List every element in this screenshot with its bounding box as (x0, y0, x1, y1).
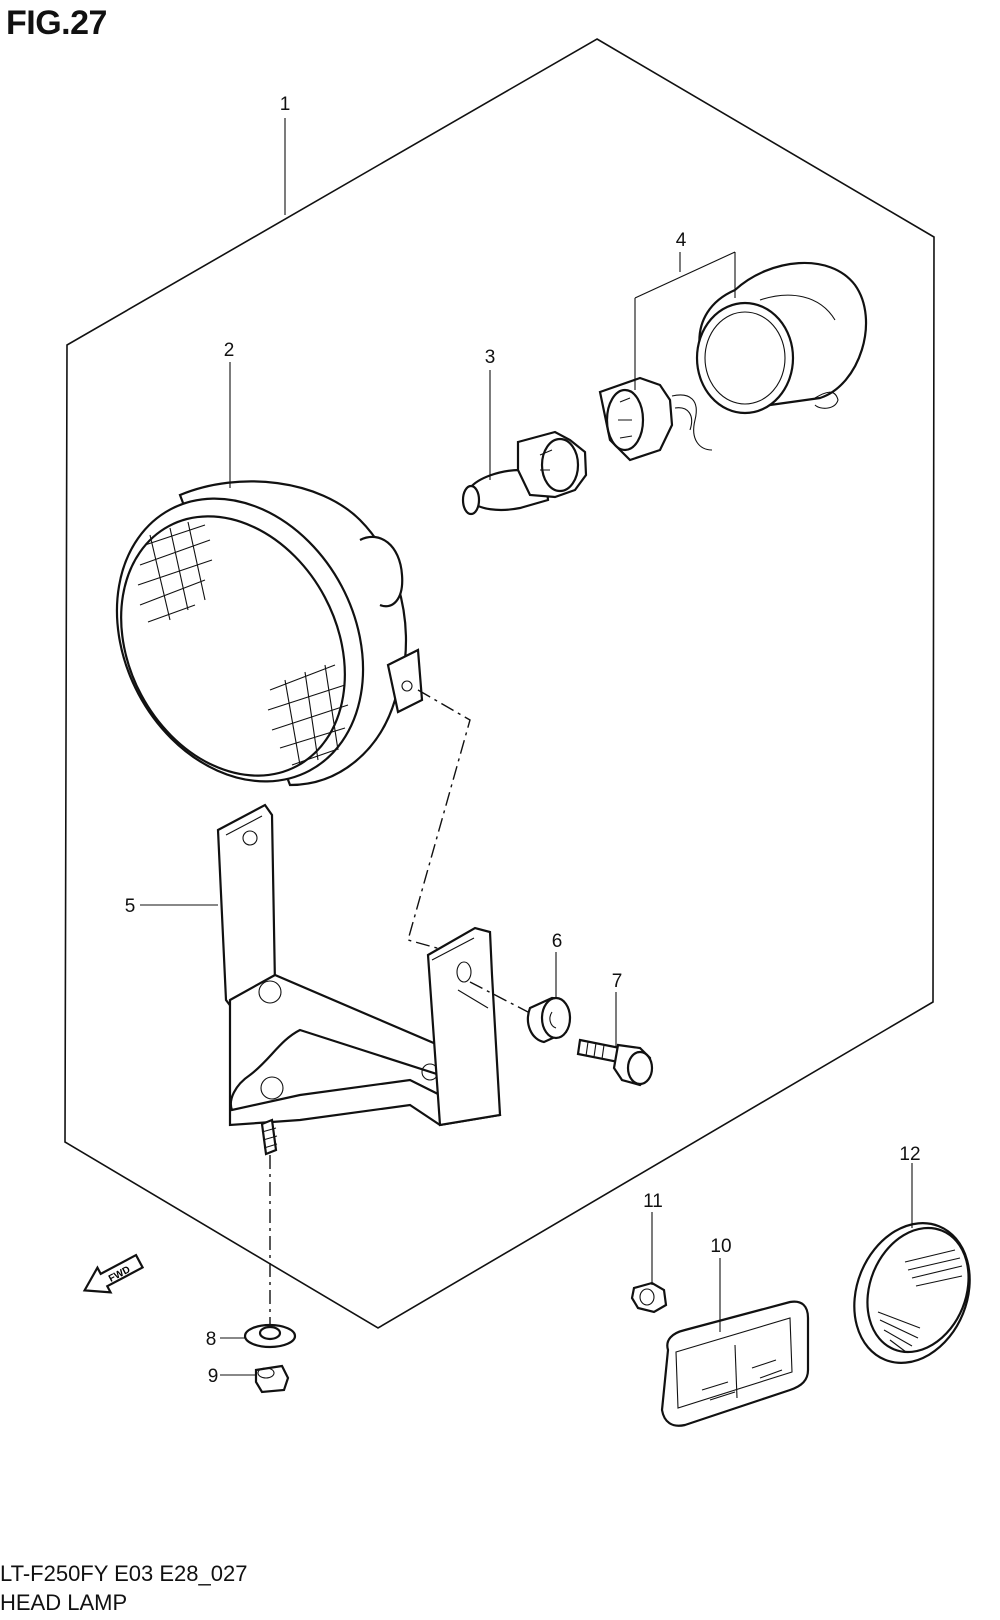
assembly-boundary (64, 38, 935, 1329)
callout-10: 10 (710, 1236, 731, 1257)
alignment-line-lamp-bracket (407, 689, 471, 956)
leader-4 (634, 251, 736, 390)
callout-4: 4 (676, 230, 687, 251)
callout-12: 12 (899, 1144, 920, 1165)
callout-8: 8 (206, 1329, 217, 1350)
part-6-grommet (526, 996, 572, 1044)
figure-title: FIG.27 (6, 4, 107, 42)
part-2-headlamp-unit (115, 480, 424, 787)
part-9-nut (254, 1364, 290, 1394)
part-12-reflector (853, 1222, 971, 1364)
callout-11: 11 (643, 1191, 663, 1212)
callout-6: 6 (552, 931, 563, 952)
callout-5: 5 (125, 896, 136, 917)
callout-1: 1 (280, 94, 291, 115)
part-10-reflector (660, 1300, 810, 1427)
callout-2: 2 (224, 340, 235, 361)
part-3-bulb (461, 430, 588, 516)
fwd-arrow: FWD (82, 1253, 145, 1294)
part-7-bolt (576, 1038, 654, 1087)
callout-3: 3 (485, 347, 496, 368)
callout-9: 9 (208, 1366, 219, 1387)
callout-7: 7 (612, 971, 623, 992)
part-4-socket-and-cover (598, 261, 868, 462)
part-5-bracket (216, 803, 502, 1156)
part-11-nut (630, 1281, 668, 1314)
model-code: LT-F250FY E03 E28_027 (0, 1561, 248, 1586)
figure-caption: HEAD LAMP (0, 1590, 128, 1615)
alignment-line-bracket-grommet (469, 981, 529, 1013)
part-8-washer (243, 1323, 297, 1349)
